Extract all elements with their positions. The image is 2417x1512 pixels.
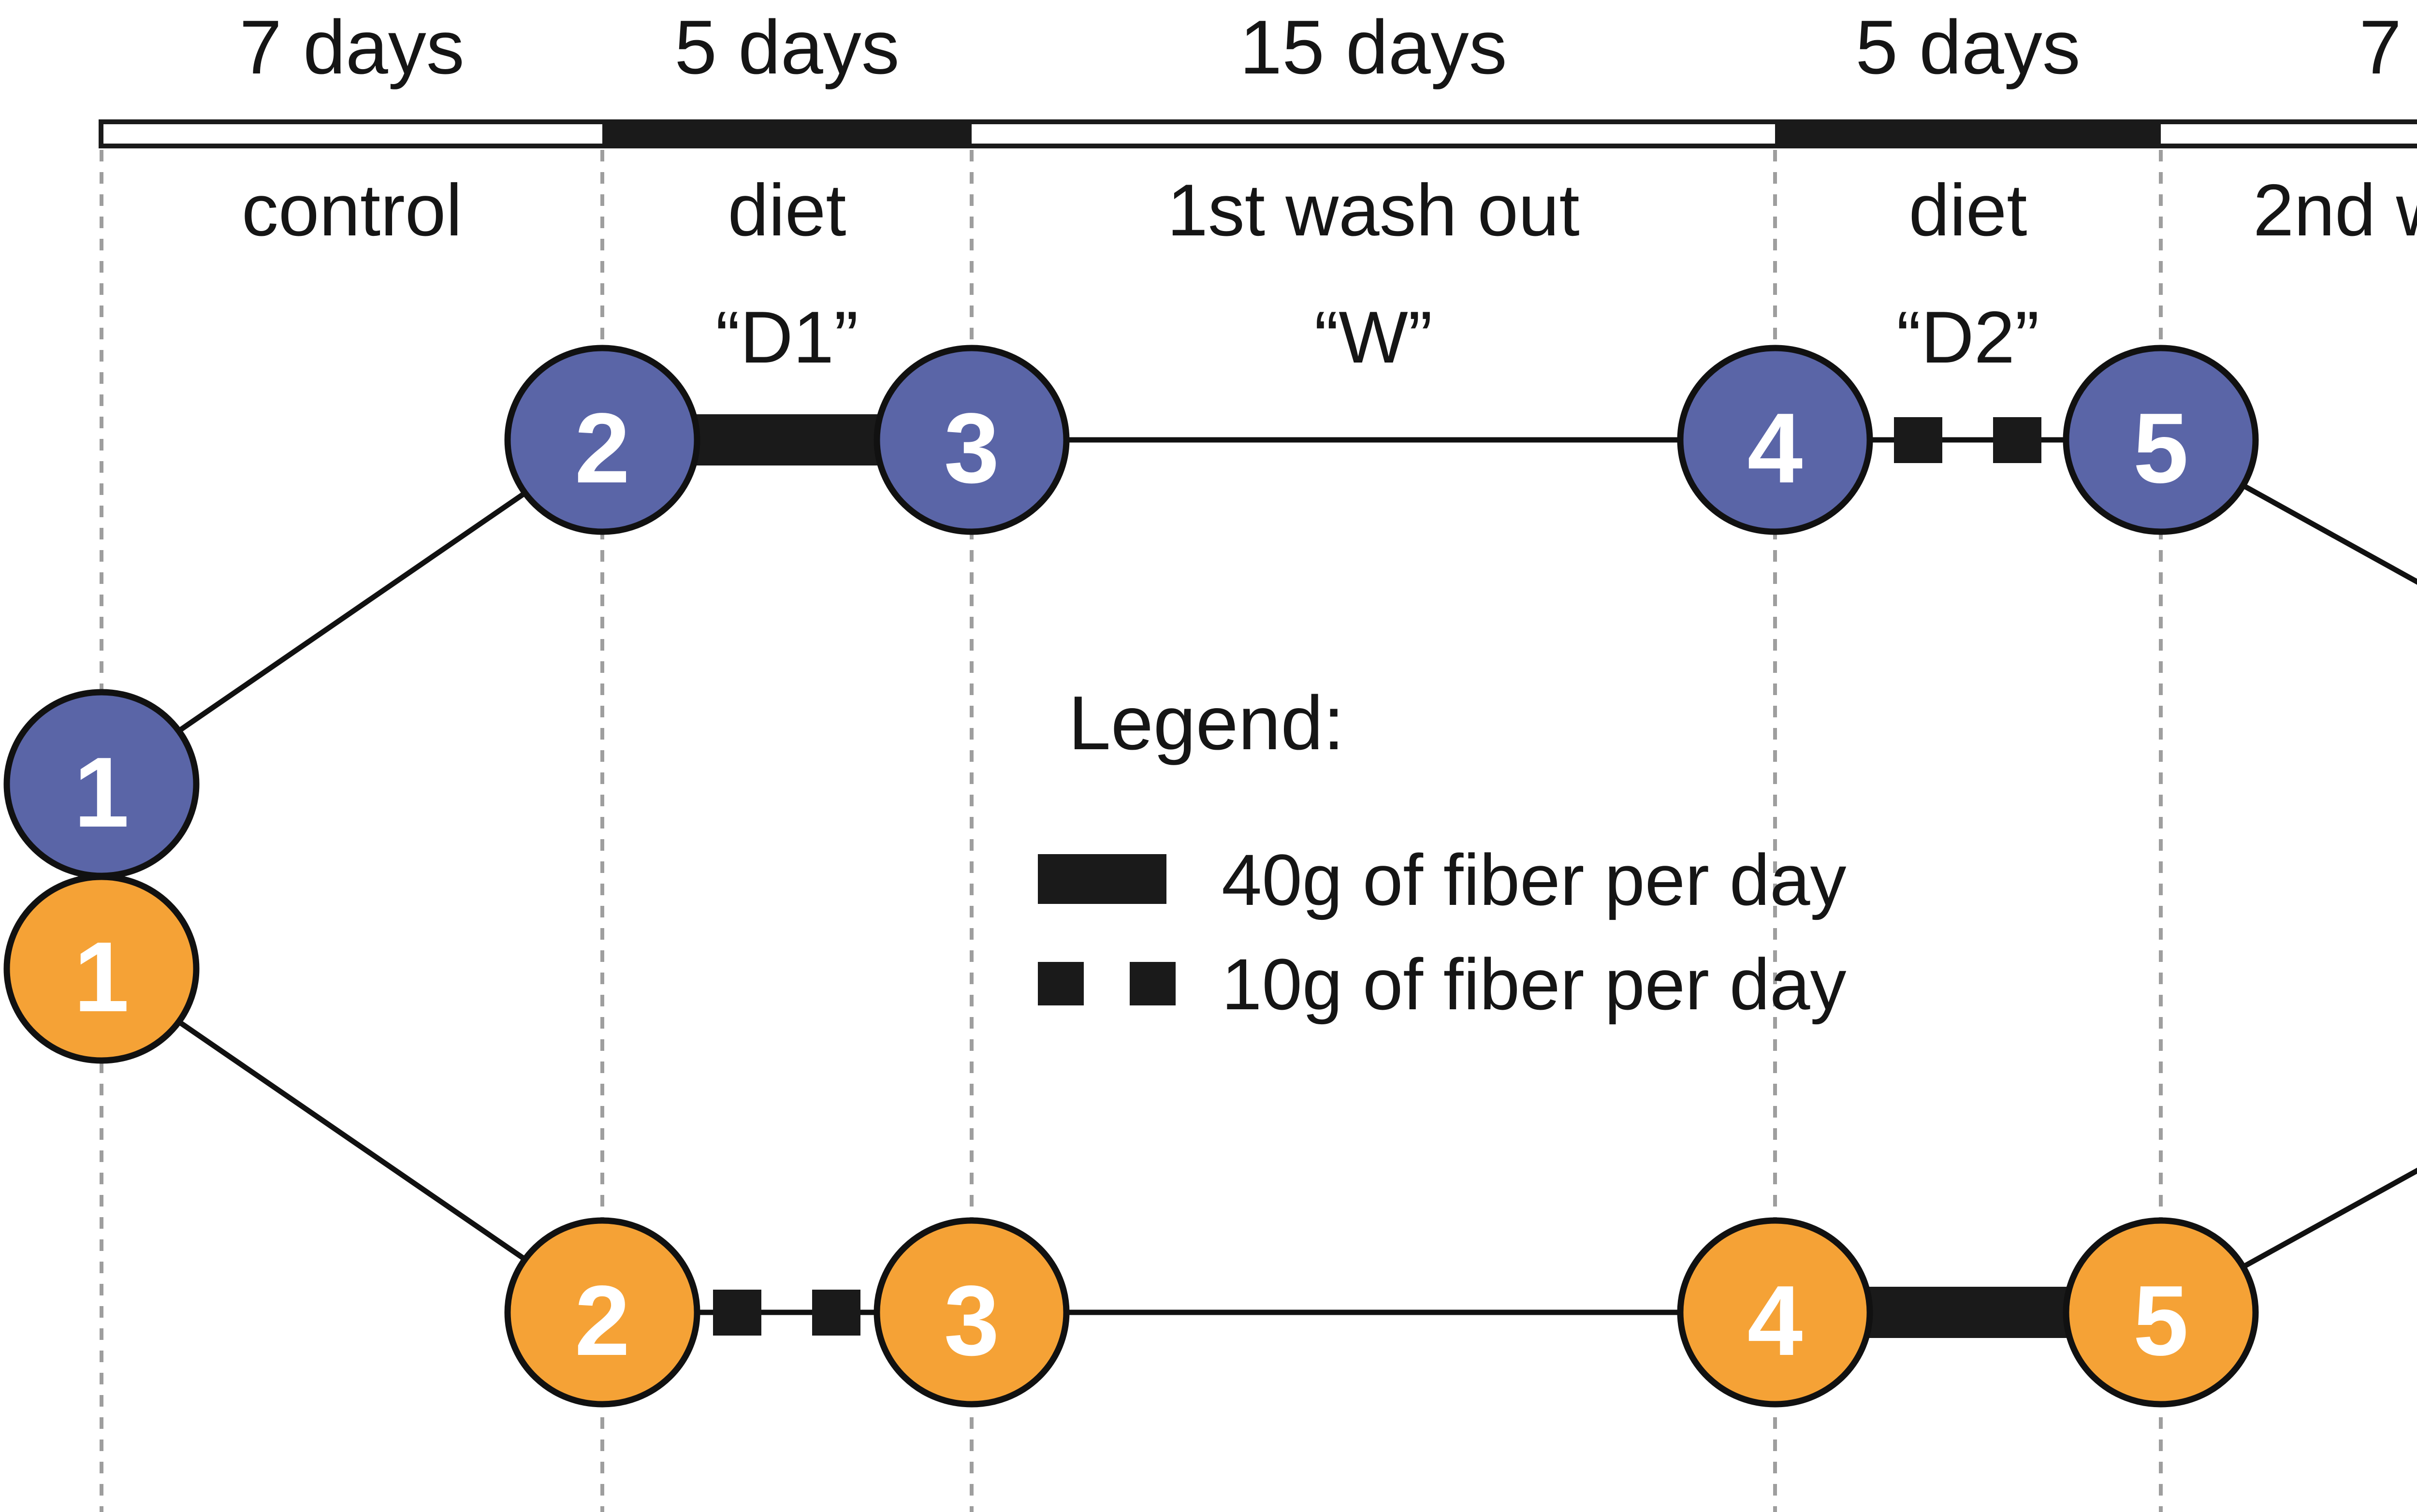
duration-label: 15 days — [1239, 5, 1507, 90]
phase-code-labels: “D1” “W” “D2” — [715, 296, 2039, 378]
legend-solid-bar-symbol — [1038, 854, 1166, 904]
visit-number: 4 — [1747, 1265, 1803, 1376]
visit-number: 4 — [1747, 393, 1803, 504]
phase-label: diet — [728, 169, 846, 251]
visit-number: 5 — [2133, 393, 2189, 504]
fiber-10g-squares — [1894, 417, 2041, 463]
phase-code-label: “D1” — [715, 296, 859, 378]
legend-item-label: 10g of fiber per day — [1222, 944, 1847, 1025]
visit-circle-top-3 — [874, 345, 1070, 535]
fiber-10g-square — [713, 1290, 761, 1336]
visit-number: 1 — [74, 737, 130, 848]
visit-circle-bottom-5 — [2063, 1217, 2259, 1408]
phase-label: 2nd wash out — [2253, 169, 2417, 251]
connector-line — [2159, 1167, 2417, 1315]
connector-line — [2159, 437, 2417, 585]
phase-code-label: “D2” — [1896, 296, 2039, 378]
timeline-diet2-block — [1775, 119, 2161, 148]
timeline-bar — [99, 119, 2417, 148]
legend: Legend: 40g of fiber per day 10g of fibe… — [1038, 681, 1847, 1025]
phase-label: control — [242, 169, 462, 251]
phase-label: 1st wash out — [1167, 169, 1579, 251]
visit-circle-top-5 — [2063, 345, 2259, 535]
fiber-10g-square — [1993, 417, 2041, 463]
legend-squares-symbol — [1038, 962, 1084, 1005]
bottom-arm-visits: 1 2 3 4 5 6 — [3, 873, 2259, 1408]
legend-item-label: 40g of fiber per day — [1222, 839, 1847, 920]
visit-circle-top-4 — [1677, 345, 1873, 535]
connector-line — [100, 966, 604, 1315]
visit-circle-bottom-2 — [504, 1217, 700, 1408]
legend-squares-symbol — [1130, 962, 1176, 1005]
top-arm-visits: 1 2 3 4 5 6 — [3, 345, 2259, 879]
duration-label: 5 days — [674, 5, 900, 90]
fiber-10g-square — [1894, 417, 1942, 463]
visit-number: 3 — [944, 393, 1000, 504]
visit-number: 3 — [944, 1265, 1000, 1376]
visit-number: 2 — [575, 393, 630, 504]
phase-code-label: “W” — [1314, 296, 1433, 378]
connector-line — [100, 437, 604, 786]
visit-circle-bottom-3 — [874, 1217, 1070, 1408]
visit-circle-top-2 — [504, 345, 700, 535]
visit-number: 2 — [575, 1265, 630, 1376]
duration-labels: 7 days 5 days 15 days 5 days 7 days — [239, 5, 2417, 90]
visit-circle-bottom-1 — [3, 873, 200, 1064]
phase-labels: control diet 1st wash out diet 2nd wash … — [242, 169, 2417, 251]
legend-title: Legend: — [1068, 681, 1344, 766]
timeline-diet1-block — [602, 119, 972, 148]
visit-number: 1 — [74, 921, 130, 1032]
phase-label: diet — [1908, 169, 2027, 251]
duration-label: 7 days — [239, 5, 465, 90]
visit-number: 5 — [2133, 1265, 2189, 1376]
fiber-10g-square — [812, 1290, 860, 1336]
legend-item-10g: 10g of fiber per day — [1038, 944, 1847, 1025]
visit-circle-bottom-4 — [1677, 1217, 1873, 1408]
fiber-10g-squares — [713, 1290, 860, 1336]
duration-label: 5 days — [1855, 5, 2081, 90]
legend-item-40g: 40g of fiber per day — [1038, 839, 1847, 920]
duration-label: 7 days — [2359, 5, 2417, 90]
